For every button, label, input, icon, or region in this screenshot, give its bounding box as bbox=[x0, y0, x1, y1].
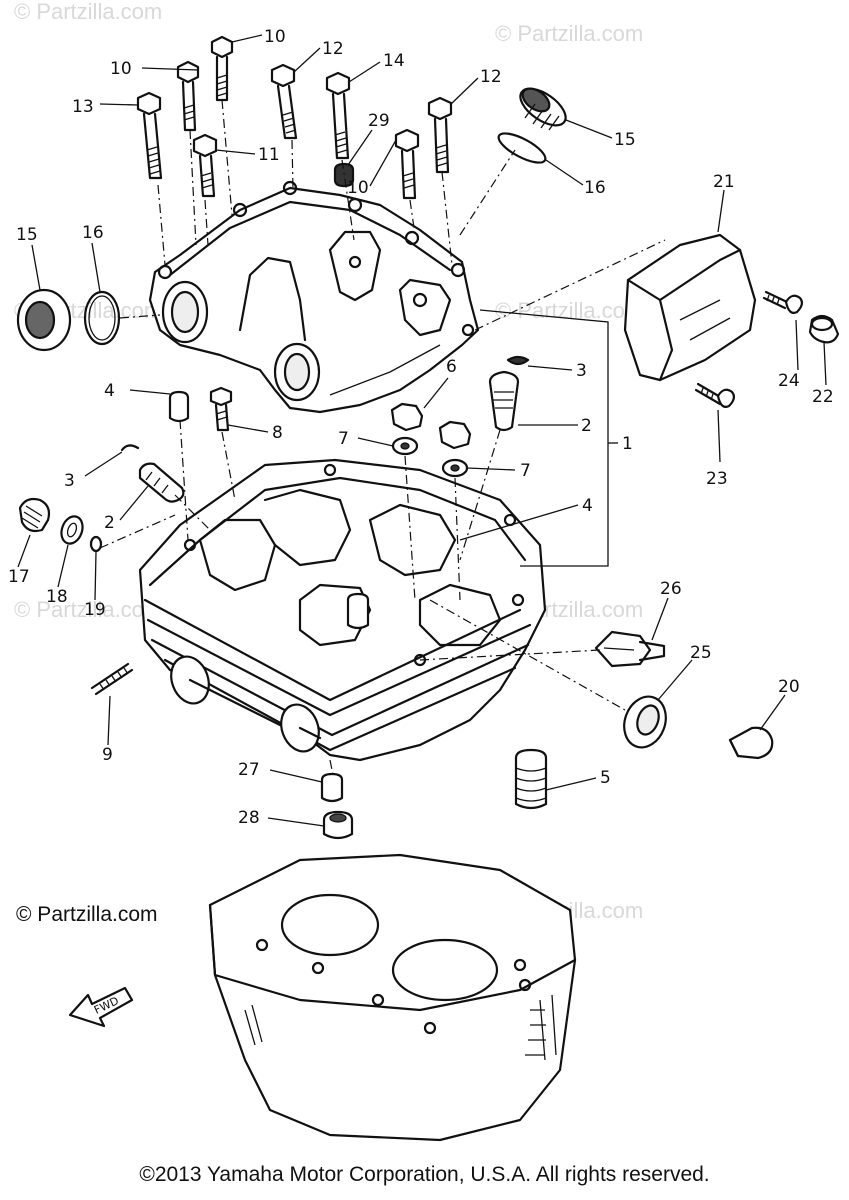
callout-number: 7 bbox=[338, 429, 349, 449]
callout-number: 14 bbox=[383, 51, 405, 71]
washer-7-a bbox=[391, 436, 419, 456]
callout-number: 3 bbox=[64, 471, 75, 491]
callout-number: 19 bbox=[84, 600, 106, 620]
watermark: © Partzilla.com bbox=[14, 0, 162, 24]
callout-number: 17 bbox=[8, 567, 30, 587]
spring-5 bbox=[514, 748, 548, 810]
bolt-10-a bbox=[210, 35, 234, 102]
callout-number: 6 bbox=[446, 357, 457, 377]
plug-20 bbox=[728, 726, 774, 760]
callout-number: 21 bbox=[713, 172, 735, 192]
callout-number: 20 bbox=[778, 677, 800, 697]
dowel-4-top bbox=[168, 390, 190, 423]
bolt-8 bbox=[209, 386, 233, 432]
bolt-10-b bbox=[176, 60, 200, 132]
callout-number: 16 bbox=[584, 178, 606, 198]
callout-number: 8 bbox=[272, 423, 283, 443]
callout-number: 24 bbox=[778, 371, 800, 391]
bolt-12-a bbox=[270, 63, 298, 140]
fwd-arrow: FWD bbox=[68, 986, 134, 1028]
plug-17 bbox=[18, 497, 51, 533]
callout-number: 3 bbox=[576, 361, 587, 381]
callout-number: 7 bbox=[520, 461, 531, 481]
callout-number: 10 bbox=[110, 59, 132, 79]
bolt-13 bbox=[136, 91, 163, 180]
partzilla-copyright: © Partzilla.com bbox=[16, 903, 158, 926]
bolt-11 bbox=[192, 133, 218, 198]
callout-number: 2 bbox=[581, 416, 592, 436]
stud-9 bbox=[90, 662, 134, 696]
dowel-27 bbox=[320, 772, 344, 803]
watermarks: © Partzilla.com © Partzilla.com © Partzi… bbox=[14, 0, 643, 923]
callout-number: 15 bbox=[16, 225, 38, 245]
cylinder-head bbox=[138, 458, 547, 762]
callout-number: 10 bbox=[347, 178, 369, 198]
callout-number: 27 bbox=[238, 760, 260, 780]
seal-25 bbox=[623, 695, 667, 749]
callout-number: 4 bbox=[582, 496, 593, 516]
callout-number: 12 bbox=[322, 39, 344, 59]
cylinder-block bbox=[208, 853, 577, 1142]
callout-number: 29 bbox=[368, 111, 390, 131]
callout-number: 9 bbox=[102, 745, 113, 765]
bolt-12-b bbox=[427, 96, 453, 174]
nut-6-a bbox=[390, 402, 424, 432]
guide-2-left bbox=[138, 462, 185, 503]
sensor-26 bbox=[594, 630, 666, 668]
oring-16-top bbox=[497, 132, 547, 164]
plug-15-top bbox=[519, 87, 567, 131]
callout-number: 10 bbox=[264, 27, 286, 47]
callout-number: 28 bbox=[238, 808, 260, 828]
callout-number: 16 bbox=[82, 223, 104, 243]
oring-16-left bbox=[83, 290, 121, 346]
callout-number: 23 bbox=[706, 469, 728, 489]
callout-number: 18 bbox=[46, 587, 68, 607]
leaders bbox=[17, 34, 827, 827]
nut-6-b bbox=[438, 420, 472, 450]
callout-number: 1 bbox=[622, 434, 633, 454]
watermark: © Partzilla.com bbox=[14, 597, 162, 622]
callout-number: 26 bbox=[660, 579, 682, 599]
dowel-28 bbox=[322, 810, 354, 840]
dowel-29 bbox=[333, 162, 355, 188]
callout-number: 13 bbox=[72, 97, 94, 117]
side-cover-21 bbox=[623, 233, 757, 382]
cap-22 bbox=[808, 314, 840, 344]
callout-number: 25 bbox=[690, 643, 712, 663]
cam-housing bbox=[148, 180, 480, 414]
bolt-10-c bbox=[394, 128, 420, 200]
washer-18 bbox=[60, 515, 84, 545]
callout-number: 11 bbox=[258, 145, 280, 165]
screw-24 bbox=[762, 290, 804, 314]
yamaha-copyright: ©2013 Yamaha Motor Corporation, U.S.A. A… bbox=[139, 1163, 710, 1186]
screw-23 bbox=[694, 382, 736, 408]
guide-2-right bbox=[488, 370, 520, 432]
callout-number: 15 bbox=[614, 130, 636, 150]
clip-3-left bbox=[120, 444, 140, 452]
callout-number: 2 bbox=[104, 513, 115, 533]
bolt-14 bbox=[325, 71, 351, 160]
alignment-lines bbox=[99, 99, 666, 776]
callout-number: 5 bbox=[600, 768, 611, 788]
plug-15-left bbox=[16, 288, 72, 352]
watermark: © Partzilla.com bbox=[495, 21, 643, 46]
callouts: 10 10 12 14 12 13 11 29 10 15 16 15 16 2… bbox=[8, 27, 834, 828]
washer-7-b bbox=[441, 458, 469, 478]
callout-number: 12 bbox=[480, 67, 502, 87]
callout-number: 22 bbox=[812, 387, 834, 407]
oring-19 bbox=[89, 535, 103, 553]
clip-3-right bbox=[506, 355, 530, 366]
callout-number: 4 bbox=[104, 381, 115, 401]
